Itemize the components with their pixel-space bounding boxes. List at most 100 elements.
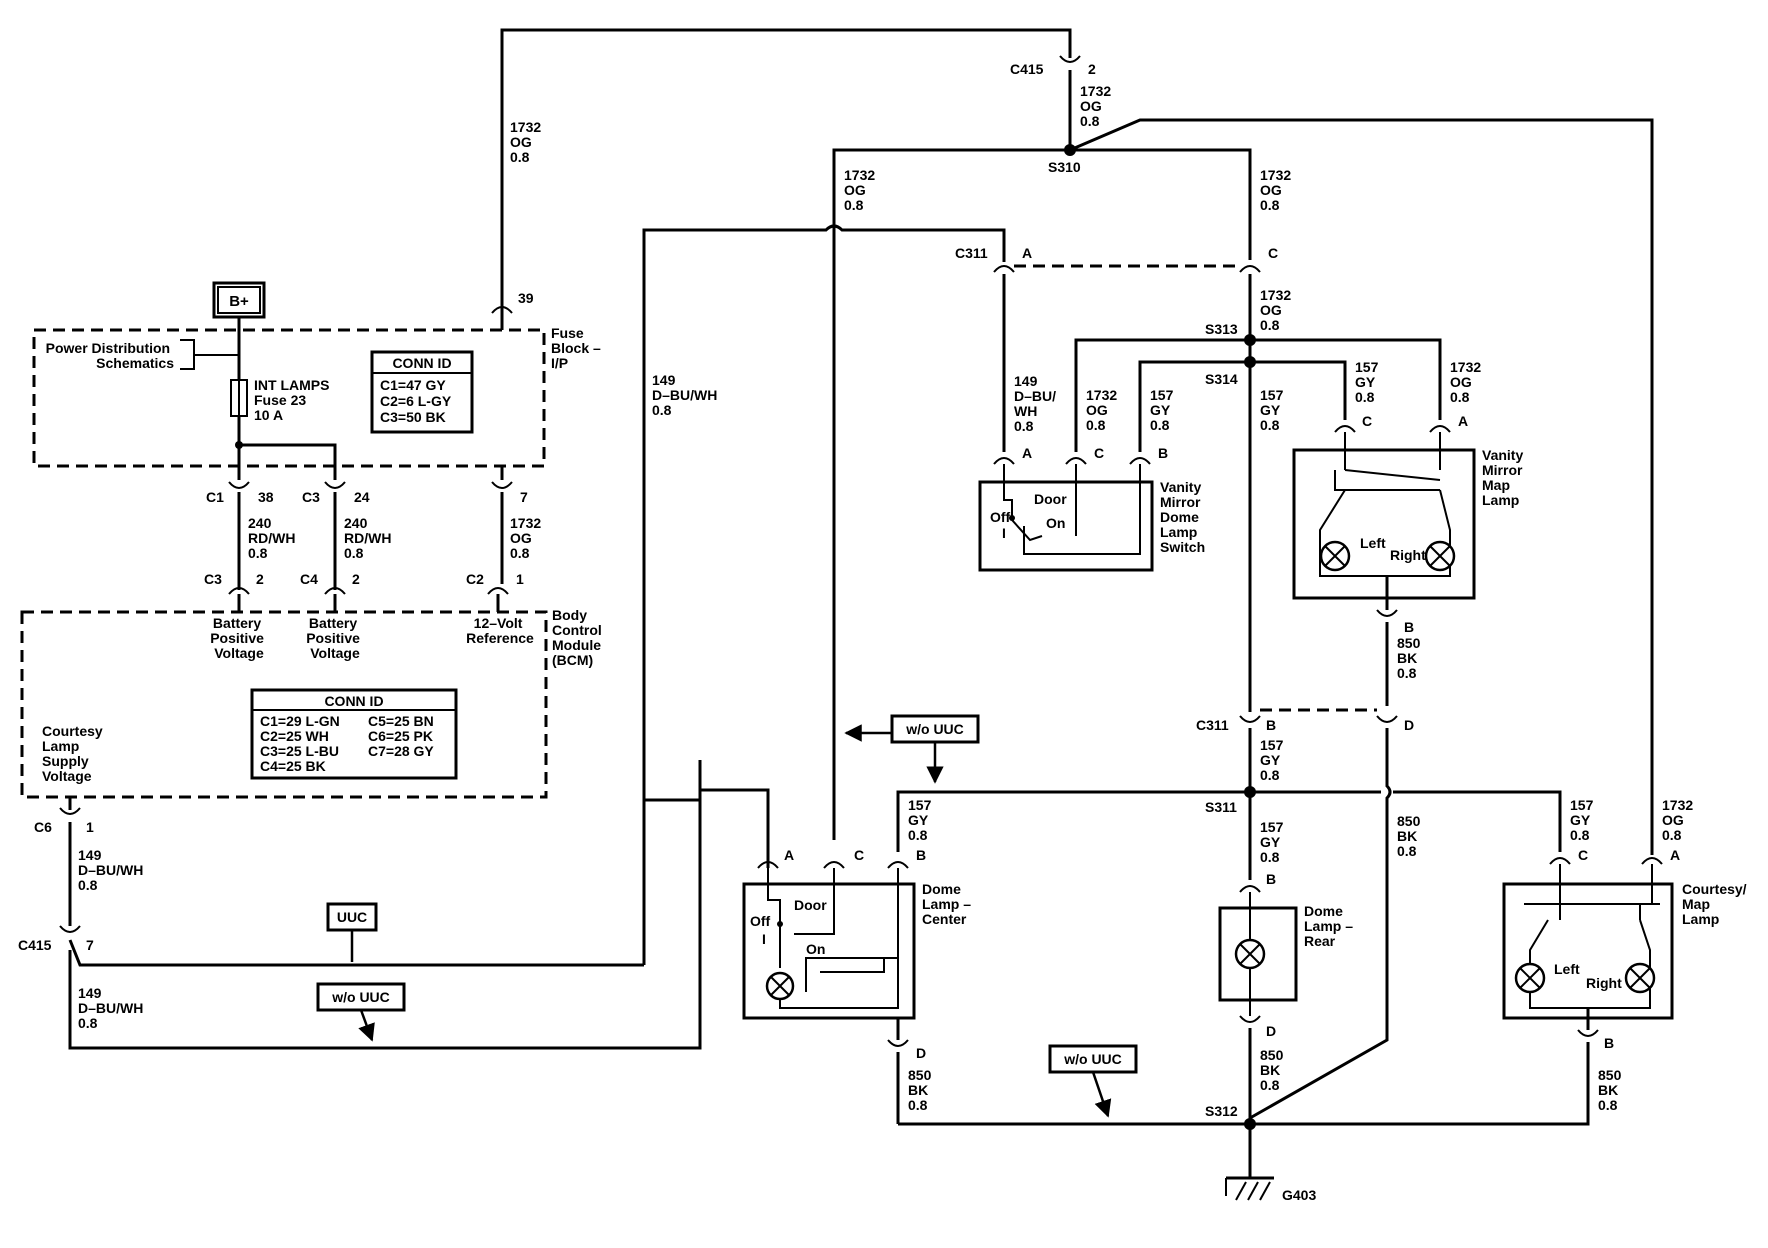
battery-label: B+: [229, 293, 249, 310]
svg-text:Door: Door: [794, 897, 827, 913]
wire-149-c415-label: 149 D–BU/WH 0.8: [78, 985, 147, 1031]
svg-text:D: D: [916, 1045, 926, 1061]
fuse-block-ip: Fuse Block – I/P Power Distribution Sche…: [32, 325, 601, 468]
wire-1732-bcm-label: 1732 OG 0.8: [510, 515, 545, 561]
svg-text:C415: C415: [18, 937, 52, 953]
svg-text:B: B: [1604, 1035, 1614, 1051]
dome-lamp-center: A C B Door On Off I Dome Lamp – Center: [742, 847, 971, 1020]
wire-850-vmmap-label: 850 BK 0.8: [1397, 635, 1424, 681]
wo-uuc-callout-left: w/o UUC: [316, 982, 406, 1042]
svg-text:Off: Off: [990, 509, 1011, 525]
wire-850-dome-label: 850 BK 0.8: [908, 1067, 935, 1113]
svg-text:C311: C311: [955, 245, 988, 261]
svg-text:C3=25 L-BU: C3=25 L-BU: [260, 743, 339, 759]
connector-c3-2: C3 2: [204, 571, 264, 612]
wire-1732-left-label: 1732 OG 0.8: [510, 119, 545, 165]
svg-text:C: C: [1268, 245, 1278, 261]
vanity-mirror-dome-lamp-switch: A C B Door On Off I Vanity Mirror Dome L…: [978, 445, 1205, 572]
vanity-mirror-map-lamp: C A Left Right Vanity Mirror Map Lamp: [1292, 413, 1527, 600]
svg-text:I: I: [1002, 525, 1006, 541]
svg-text:C3: C3: [302, 489, 320, 505]
connector-c1-38: C1 38: [206, 481, 274, 505]
svg-text:1: 1: [516, 571, 524, 587]
connector-c6-1: C6 1: [34, 807, 94, 835]
svg-text:A: A: [1458, 413, 1468, 429]
bcm-pin-c3-label: Battery Positive Voltage: [210, 615, 268, 661]
wire-157-vmswitch-label: 157 GY 0.8: [1150, 387, 1177, 433]
svg-text:B: B: [1266, 871, 1276, 887]
courtesy-map-lamp: C A Left Right Courtesy/ Map Lamp: [1502, 847, 1750, 1020]
wire-149-uuc-label: 149 D–BU/WH 0.8: [652, 372, 721, 418]
wire-1732-vmswitch-label: 1732 OG 0.8: [1086, 387, 1121, 433]
body-control-module: Body Control Module (BCM) Battery Positi…: [20, 607, 606, 799]
svg-text:CONN ID: CONN ID: [324, 693, 383, 709]
svg-text:2: 2: [352, 571, 360, 587]
wire-1732-c415-label: 1732 OG 0.8: [1080, 83, 1115, 129]
connector-c311-top: C311 A C: [955, 245, 1278, 273]
courtesy-map-label: Courtesy/ Map Lamp: [1682, 881, 1750, 927]
wire-157-s314-label: 157 GY 0.8: [1260, 387, 1287, 433]
svg-text:w/o UUC: w/o UUC: [331, 989, 390, 1005]
connector-c4-2: C4 2: [300, 571, 360, 612]
power-distribution-link[interactable]: Power Distribution Schematics: [46, 340, 175, 371]
dome-rear-label: Dome Lamp – Rear: [1304, 903, 1357, 949]
svg-text:C: C: [1362, 413, 1372, 429]
svg-text:w/o UUC: w/o UUC: [1063, 1051, 1122, 1067]
svg-text:7: 7: [86, 937, 94, 953]
wire-1732-s313-label: 1732 OG 0.8: [1260, 167, 1295, 213]
wire-240-a-label: 240 RD/WH 0.8: [248, 515, 299, 561]
bcm-pin-c2-label: 12–Volt Reference: [466, 615, 534, 646]
svg-text:1: 1: [86, 819, 94, 835]
svg-text:B: B: [916, 847, 926, 863]
fuse-23-icon: [230, 379, 248, 417]
svg-text:7: 7: [520, 489, 528, 505]
svg-text:A: A: [1670, 847, 1680, 863]
splice-s311-label: S311: [1205, 799, 1237, 815]
uuc-callout: UUC: [326, 902, 378, 962]
svg-text:CONN ID: CONN ID: [392, 355, 451, 371]
wire-850-rear-label: 850 BK 0.8: [1260, 1047, 1287, 1093]
svg-text:C6: C6: [34, 819, 52, 835]
vm-map-label: Vanity Mirror Map Lamp: [1482, 447, 1527, 508]
wire-1732-dome-label: 1732 OG 0.8: [844, 167, 879, 213]
svg-text:C: C: [854, 847, 864, 863]
svg-text:C311: C311: [1196, 717, 1229, 733]
svg-text:C7=28 GY: C7=28 GY: [368, 743, 434, 759]
svg-text:Door: Door: [1034, 491, 1067, 507]
svg-text:C: C: [1578, 847, 1588, 863]
svg-text:38: 38: [258, 489, 274, 505]
splice-s313-label: S313: [1205, 321, 1238, 337]
wire-157-dome-label: 157 GY 0.8: [908, 797, 935, 843]
wire-149-vmswitch-label: 149 D–BU/ WH 0.8: [1014, 373, 1060, 434]
wo-uuc-callout-center: w/o UUC: [844, 714, 980, 784]
svg-text:C1=47 GY: C1=47 GY: [380, 377, 446, 393]
svg-text:24: 24: [354, 489, 370, 505]
svg-text:A: A: [1022, 445, 1032, 461]
wire-157-courtesy-label: 157 GY 0.8: [1570, 797, 1597, 843]
svg-text:C5=25 BN: C5=25 BN: [368, 713, 434, 729]
wire-1732-vmmap-label: 1732 OG 0.8: [1450, 359, 1485, 405]
svg-text:D: D: [1266, 1023, 1276, 1039]
svg-text:A: A: [784, 847, 794, 863]
vm-switch-label: Vanity Mirror Dome Lamp Switch: [1160, 479, 1205, 555]
wire-1732-courtesy-label: 1732 OG 0.8: [1662, 797, 1697, 843]
wire-850-c311-label: 850 BK 0.8: [1397, 813, 1424, 859]
connector-c3-24: C3 24: [302, 481, 370, 505]
connector-c415-2: C415 2: [1010, 45, 1096, 77]
svg-text:Off: Off: [750, 913, 771, 929]
fuse-label: INT LAMPS Fuse 23 10 A: [254, 377, 333, 423]
svg-text:C4=25 BK: C4=25 BK: [260, 758, 326, 774]
svg-text:I: I: [762, 931, 766, 947]
svg-text:UUC: UUC: [337, 909, 367, 925]
svg-text:C: C: [1094, 445, 1104, 461]
svg-text:C2=6 L-GY: C2=6 L-GY: [380, 393, 452, 409]
bcm-label: Body Control Module (BCM): [552, 607, 606, 668]
wire-157-s311-label: 157 GY 0.8: [1260, 819, 1287, 865]
splice-s310-label: S310: [1048, 159, 1081, 175]
svg-text:Right: Right: [1586, 975, 1622, 991]
splice-s312-label: S312: [1205, 1103, 1238, 1119]
svg-text:Right: Right: [1390, 547, 1426, 563]
svg-text:Left: Left: [1554, 961, 1580, 977]
wire-157-c311-label: 157 GY 0.8: [1260, 737, 1287, 783]
